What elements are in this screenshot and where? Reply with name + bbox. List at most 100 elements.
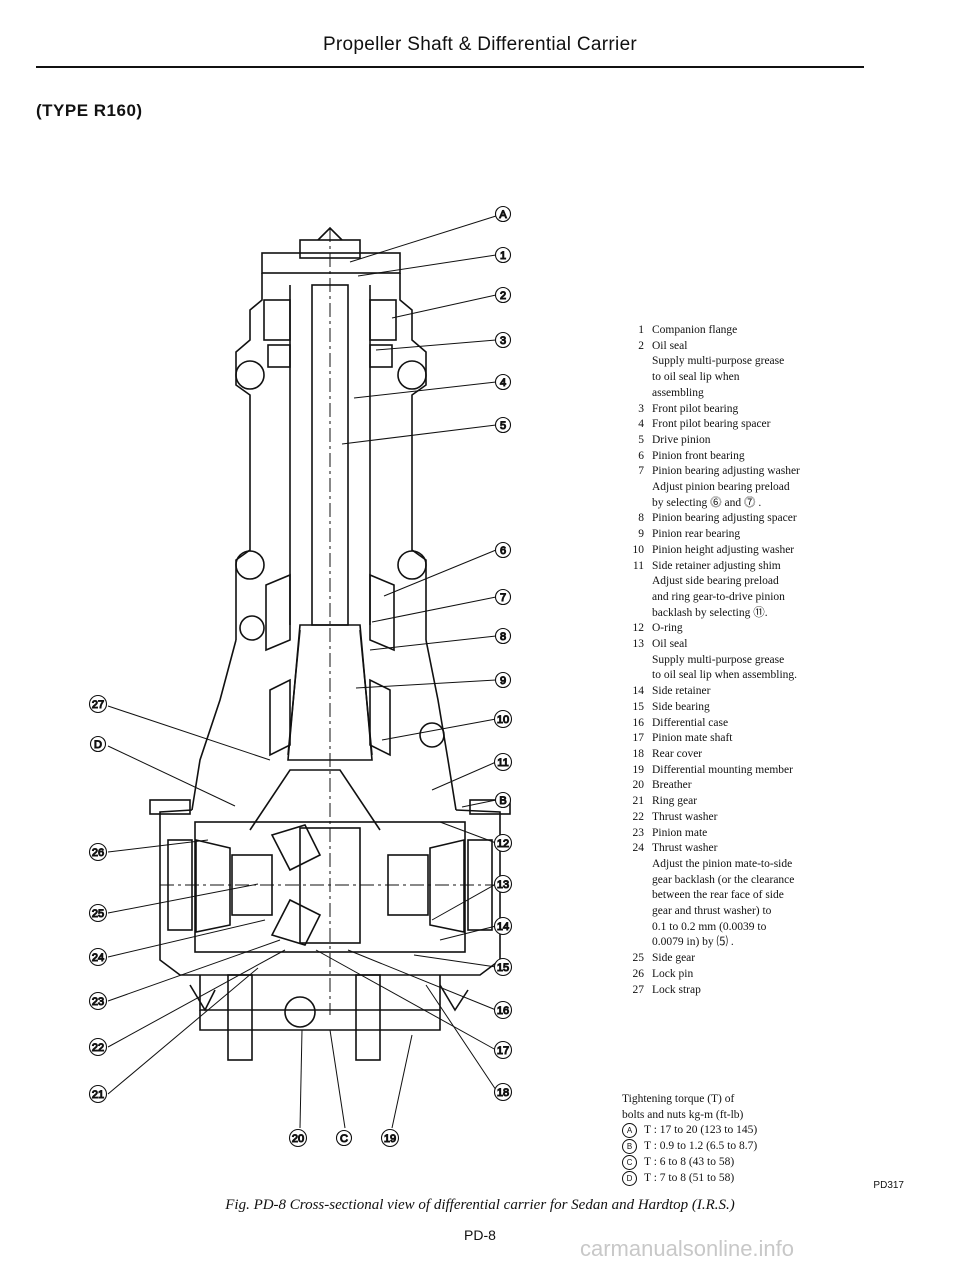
legend-number [622, 480, 644, 496]
legend-note: Supply multi-purpose grease [622, 653, 922, 669]
legend-note: 0.0079 in) by ⑸ . [622, 935, 922, 951]
legend-item: 22 Thrust washer [622, 810, 922, 826]
torque-key-A: A [622, 1123, 637, 1139]
legend-number: 11 [632, 559, 644, 572]
legend-number: 12 [632, 622, 645, 635]
legend-text: gear and thrust washer) to [652, 905, 772, 918]
legend-text: Side retainer adjusting shim [652, 559, 781, 572]
side-gear-right [387, 854, 429, 916]
callout-A: A [499, 209, 507, 221]
legend-text: Pinion front bearing [652, 449, 745, 462]
legend-number: 19 [632, 763, 645, 776]
pinion-rear-bearing-right [369, 678, 391, 757]
callout-21: 21 [92, 1089, 104, 1101]
callout-C: C [340, 1133, 348, 1145]
legend-item: 17 Pinion mate shaft [622, 731, 922, 747]
legend-text: Pinion mate shaft [652, 732, 733, 745]
legend-number [622, 370, 644, 386]
callout-18: 18 [497, 1087, 509, 1099]
legend-number: 4 [638, 418, 644, 431]
legend-text: Front pilot bearing spacer [652, 418, 771, 431]
legend-number: 24 [632, 842, 645, 855]
legend-text: Thrust washer [652, 810, 718, 823]
callout-13: 13 [497, 879, 509, 891]
legend-number: 25 [632, 952, 645, 965]
legend-text: Front pilot bearing [652, 402, 739, 415]
legend-text: Supply multi-purpose grease [652, 653, 785, 666]
legend-number [622, 354, 644, 370]
callout-12: 12 [497, 838, 509, 850]
legend-text: Adjust the pinion mate-to-side [652, 857, 793, 870]
legend-note: to oil seal lip when [622, 370, 922, 386]
legend-text: 0.0079 in) by ⑸ . [652, 936, 734, 949]
legend-text: Thrust washer [652, 842, 718, 855]
legend-text: O-ring [652, 622, 683, 635]
legend-number [622, 904, 644, 920]
legend-number: 14 [632, 685, 645, 698]
legend-text: Supply multi-purpose grease [652, 355, 785, 368]
breather [284, 996, 316, 1028]
legend-text: and ring gear-to-drive pinion [652, 590, 785, 603]
legend-item: 11 Side retainer adjusting shim [622, 559, 922, 575]
torque-subtitle: bolts and nuts kg-m (ft-lb) [622, 1108, 744, 1121]
legend-item: 16 Differential case [622, 716, 922, 732]
legend-number: 17 [632, 732, 645, 745]
pinion-front-bearing-right [369, 573, 395, 652]
legend-text: Pinion rear bearing [652, 528, 741, 541]
leader-lines [107, 215, 497, 1129]
callout-bottom: 20 C 19 [288, 1128, 400, 1148]
legend-number: 27 [632, 983, 645, 996]
housing-left-wall [235, 273, 263, 640]
torque-title: Tightening torque (T) of [622, 1093, 735, 1105]
legend-number: 21 [632, 795, 645, 808]
pinion-rear-bearing-left [269, 678, 291, 757]
legend-number [622, 873, 644, 889]
callout-24: 24 [92, 952, 104, 964]
legend-text: Companion flange [652, 324, 738, 336]
callout-2: 2 [500, 290, 506, 302]
legend-number: 20 [632, 779, 645, 792]
legend-number: 3 [638, 402, 644, 415]
legend-number: 16 [632, 716, 645, 729]
legend-text: Pinion bearing adjusting washer [652, 465, 800, 478]
callout-9: 9 [500, 675, 506, 687]
callout-11: 11 [497, 757, 508, 769]
legend-number: 22 [632, 810, 645, 823]
mounting-member [199, 975, 441, 1011]
legend-number [622, 496, 644, 512]
legend-note: gear backlash (or the clearance [622, 873, 922, 889]
callout-5: 5 [500, 420, 506, 432]
legend-item: 12 O-ring [622, 621, 922, 637]
callout-4: 4 [500, 377, 506, 389]
pinion-mate-lower [270, 898, 322, 946]
pinion-mate-upper [270, 824, 322, 872]
legend-number: 2 [638, 339, 644, 352]
legend-note: and ring gear-to-drive pinion [622, 590, 922, 606]
callout-1: 1 [500, 250, 506, 262]
legend-text: Adjust side bearing preload [652, 575, 779, 588]
legend-number [622, 653, 644, 669]
side-gear-left [231, 854, 273, 916]
legend-text: Side gear [652, 952, 696, 965]
torque-value: T : 0.9 to 1.2 (6.5 to 8.7) [644, 1140, 758, 1153]
legend-number: 5 [638, 433, 644, 446]
legend-number [622, 386, 644, 402]
housing-right-wall [399, 273, 427, 640]
legend-number [622, 888, 644, 904]
legend-text: Oil seal [652, 638, 688, 651]
legend-text: Differential case [652, 716, 729, 729]
legend-text: by selecting ⓺ and ⓻ . [652, 496, 762, 509]
legend-text: Lock strap [652, 983, 701, 996]
legend-number: 18 [632, 747, 645, 760]
legend-number: 8 [638, 512, 644, 525]
